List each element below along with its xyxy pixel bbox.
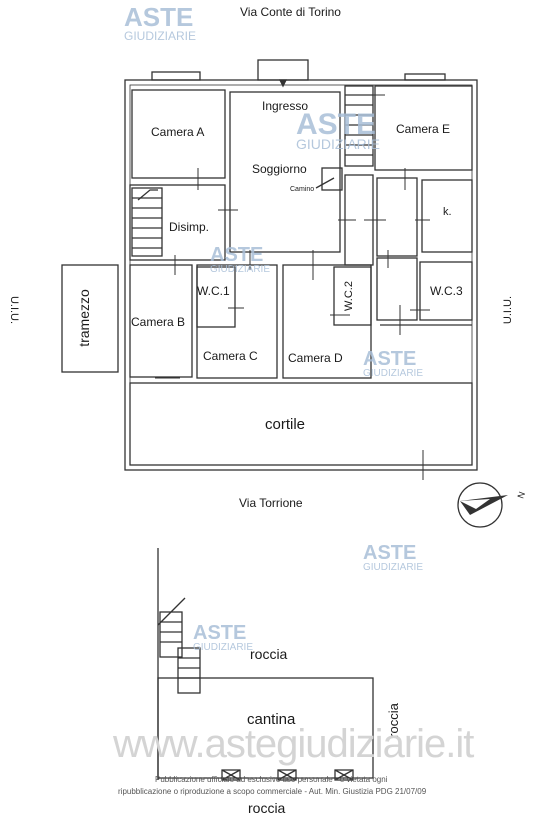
- watermark-center: ASTE GIUDIZIARIE: [296, 108, 381, 152]
- disclaimer-line-2: ripubblicazione o riproduzione a scopo c…: [118, 787, 427, 796]
- uiu-right-label: U.I.U.: [502, 295, 515, 325]
- camera-a-room: [131, 89, 226, 179]
- camera-b-room: [129, 264, 193, 378]
- tramezzo-box: [61, 264, 119, 373]
- uiu-left-label: U.I.U.: [8, 295, 21, 325]
- north-arrow-icon: [457, 482, 508, 528]
- camera-d-label: Camera D: [288, 351, 343, 365]
- watermark-right: ASTE GIUDIZIARIE: [363, 348, 424, 379]
- street-bottom: Via Torrione: [239, 496, 303, 510]
- basement-plan: [157, 548, 374, 781]
- watermark-basement-1: ASTE GIUDIZIARIE: [363, 542, 424, 573]
- camera-e-room: [374, 85, 473, 171]
- watermark-basement-2: ASTE GIUDIZIARIE: [193, 622, 254, 653]
- cantina-label: cantina: [247, 711, 296, 728]
- ingresso-label: Ingresso: [262, 99, 309, 113]
- disclaimer-line-1: Pubblicazione ufficiale ad esclusivo uso…: [155, 775, 388, 784]
- cortile-label: cortile: [265, 416, 306, 433]
- watermark-top: ASTE GIUDIZIARIE: [124, 2, 197, 43]
- wc3-label: W.C.3: [430, 284, 463, 298]
- kitchen-room: [421, 179, 473, 253]
- street-top: Via Conte di Torino: [240, 5, 341, 19]
- wc1-label: W.C.1: [197, 284, 230, 298]
- camino-label: Camino: [290, 186, 315, 193]
- camera-e-label: Camera E: [396, 122, 451, 136]
- roccia-bottom-label: roccia: [248, 800, 286, 816]
- camera-a-label: Camera A: [151, 125, 205, 139]
- roccia-top-label: roccia: [250, 646, 288, 662]
- soggiorno-room: [229, 91, 341, 253]
- disimp-label: Disimp.: [169, 220, 210, 234]
- camera-b-label: Camera B: [131, 315, 186, 329]
- wc3-room: [419, 261, 473, 321]
- watermark-url: www.astegiudiziarie.it: [113, 722, 474, 766]
- k-label: k.: [443, 206, 452, 218]
- wc2-label: W.C.2: [342, 281, 355, 311]
- cortile-area: [129, 382, 473, 466]
- tramezzo-label: tramezzo: [75, 289, 92, 347]
- wc2-room: [333, 266, 372, 326]
- camera-c-label: Camera C: [203, 349, 258, 363]
- cantina-room: [157, 677, 374, 779]
- disimpegno-room: [129, 184, 226, 261]
- soggiorno-label: Soggiorno: [252, 162, 307, 176]
- watermark-mid: ASTE GIUDIZIARIE: [210, 244, 271, 275]
